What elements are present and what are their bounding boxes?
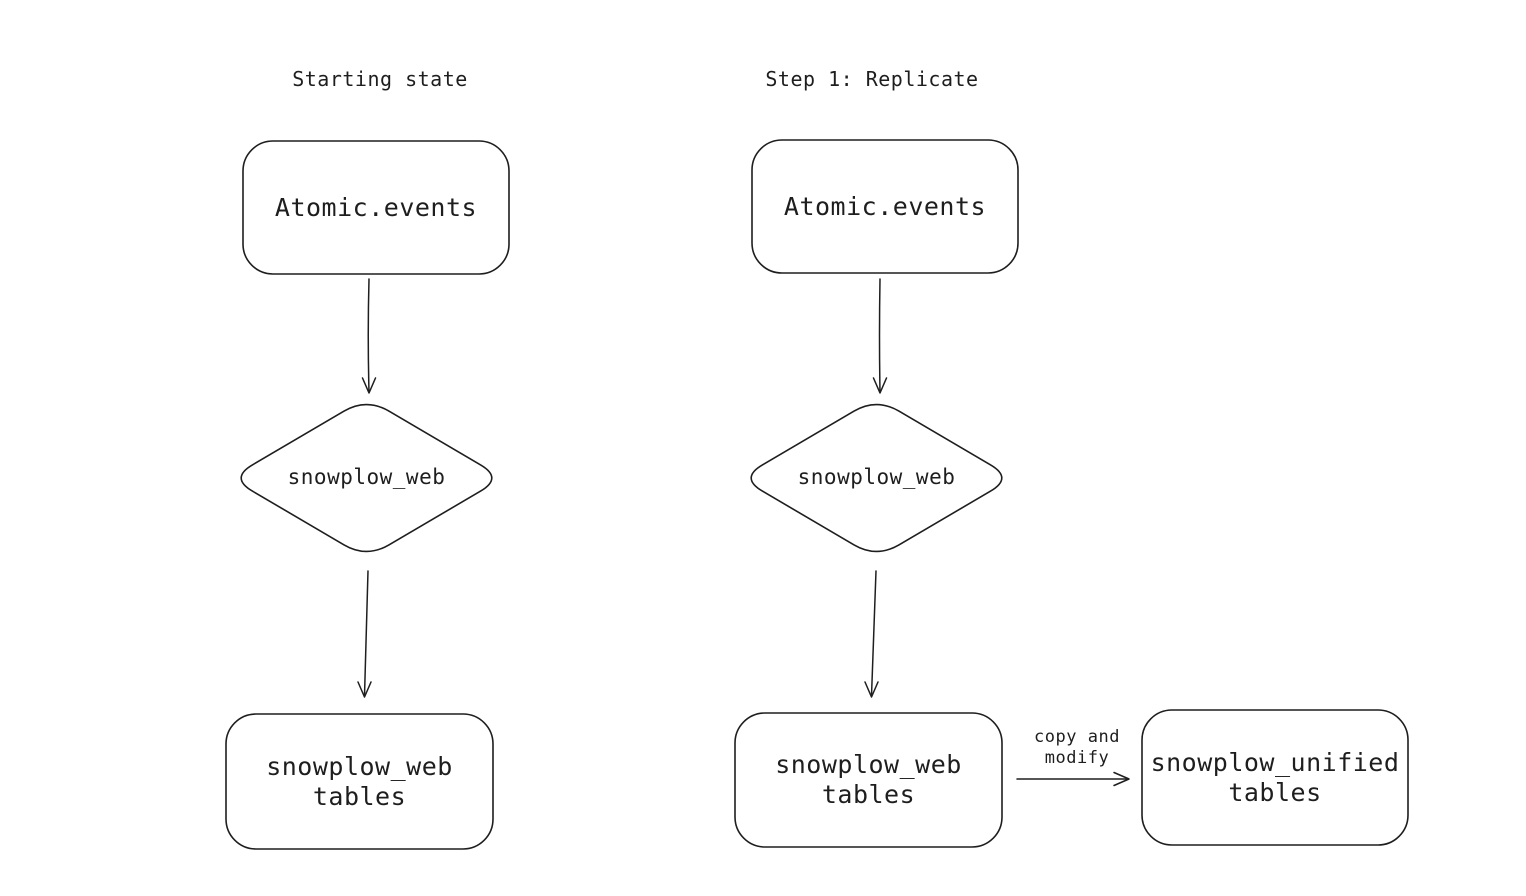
panel-step1-replicate-shapes	[734, 139, 1409, 848]
panel-title-step1-replicate: Step 1: Replicate	[765, 67, 979, 91]
panel-starting-state-shapes	[225, 140, 510, 850]
node-label-start-atomic-events: Atomic.events	[274, 192, 478, 222]
node-label-step1-atomic-events: Atomic.events	[783, 191, 987, 221]
node-label-step1-snowplow-web-tables: snowplow_web tables	[775, 750, 962, 809]
rect-step1-snowplow-unified-tables	[1141, 709, 1409, 846]
arrow-step1-atomic-to-web	[872, 278, 888, 394]
edge-label-copy-and-modify: copy and modify	[1034, 726, 1120, 768]
node-label-step1-snowplow-web: snowplow_web	[797, 465, 956, 490]
diamond-step1-snowplow-web	[750, 403, 1003, 553]
rect-step1-snowplow-web-tables	[734, 712, 1003, 848]
rect-step1-atomic-events	[751, 139, 1019, 274]
arrow-start-atomic-to-web	[361, 278, 377, 394]
arrow-step1-web-to-tables	[864, 570, 879, 698]
node-label-step1-snowplow-unified-tables: snowplow_unified tables	[1150, 747, 1400, 807]
node-label-start-snowplow-web: snowplow_web	[287, 465, 446, 490]
rect-start-atomic-events	[242, 140, 510, 275]
rect-start-snowplow-web-tables	[225, 713, 494, 850]
diamond-start-snowplow-web	[240, 403, 493, 553]
arrow-start-web-to-tables	[357, 570, 372, 698]
node-label-start-snowplow-web-tables: snowplow_web tables	[266, 751, 453, 811]
arrow-copy-and-modify	[1016, 771, 1130, 787]
panel-title-starting-state: Starting state	[292, 67, 468, 91]
